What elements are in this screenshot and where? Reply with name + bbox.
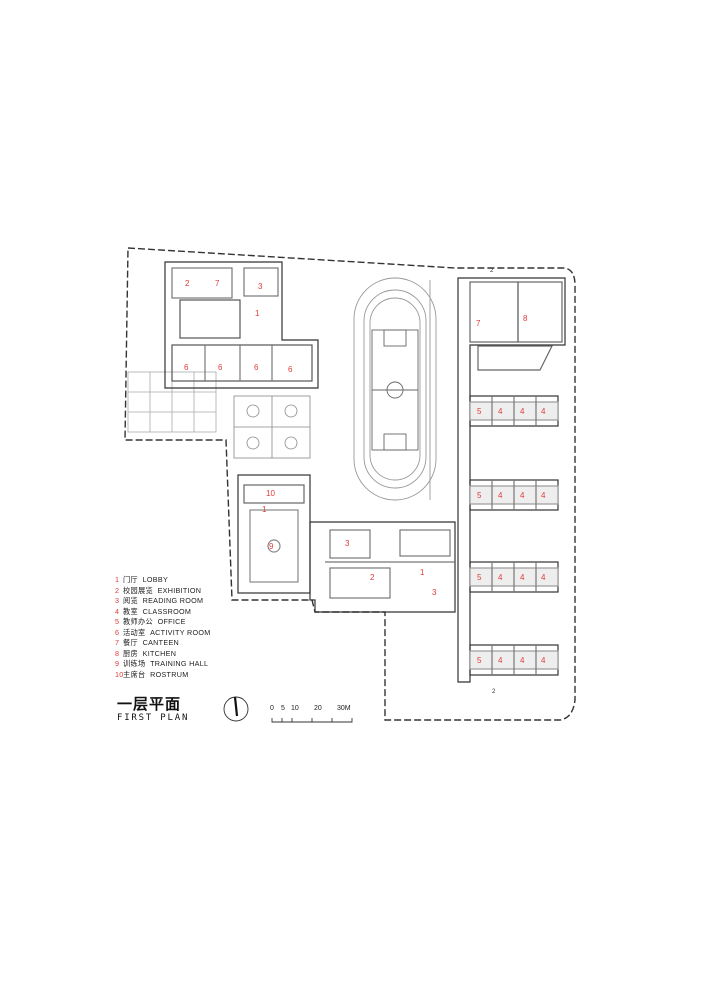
room-label: 7 — [476, 319, 481, 328]
room-label: 2 — [370, 573, 375, 582]
legend-label-cn: 校园展览 — [123, 585, 153, 595]
building-walls — [164, 261, 566, 683]
legend-label-cn: 教师办公 — [123, 617, 153, 626]
room-label: 2 — [185, 279, 190, 288]
legend-label-en: READING ROOM — [142, 596, 204, 605]
legend-number: 2 — [115, 585, 120, 595]
section-mark: 2 — [492, 689, 496, 695]
room-label: 4 — [498, 656, 503, 665]
legend-label-en: ROSTRUM — [150, 669, 189, 679]
room-label: 5 — [477, 573, 482, 582]
legend-label-en: CANTEEN — [142, 638, 180, 647]
room-label: 7 — [215, 279, 220, 288]
scale-label: 5 — [281, 705, 285, 712]
room-label: 5 — [477, 656, 482, 665]
room-label: 5 — [477, 407, 482, 416]
room-label: 6 — [218, 363, 223, 372]
scale-bar — [271, 718, 353, 723]
legend-label-en: ACTIVITY ROOM — [150, 627, 211, 637]
room-label: 4 — [520, 573, 525, 582]
room-label: 6 — [184, 363, 189, 372]
scale-label: 30M — [337, 705, 351, 712]
room-label: 3 — [258, 282, 263, 291]
legend-label-en: CLASSROOM — [142, 606, 192, 616]
north-arrow-icon — [223, 696, 249, 722]
scale-label: 10 — [291, 705, 299, 712]
room-label: 4 — [541, 491, 546, 500]
room-label: 4 — [541, 656, 546, 665]
legend-label-en: OFFICE — [157, 617, 186, 626]
room-label: 1 — [420, 568, 425, 577]
room-label: 6 — [254, 363, 259, 372]
legend-label-cn: 教室 — [123, 606, 138, 616]
legend-label-en: KITCHEN — [142, 648, 177, 658]
room-label: 4 — [541, 573, 546, 582]
room-label: 4 — [541, 407, 546, 416]
legend-label-cn: 厨房 — [123, 648, 138, 658]
legend-number: 1 — [115, 575, 120, 584]
legend-number: 4 — [115, 606, 120, 616]
room-label: 10 — [266, 489, 275, 498]
room-label: 3 — [345, 539, 350, 548]
legend-number: 3 — [115, 596, 120, 605]
legend-number: 9 — [115, 659, 120, 668]
room-label: 3 — [432, 588, 437, 597]
legend-label-en: LOBBY — [142, 575, 169, 584]
legend-label-cn: 活动室 — [123, 627, 146, 637]
room-label: 4 — [520, 491, 525, 500]
legend-item: 10主席台 ROSTRUM — [115, 670, 211, 681]
legend-number: 7 — [115, 638, 120, 647]
room-label: 4 — [520, 656, 525, 665]
plan-title-cn: 一层平面 — [117, 695, 182, 713]
scale-label: 20 — [314, 705, 322, 712]
room-label: 1 — [262, 505, 267, 514]
legend-label-cn: 餐厅 — [123, 638, 138, 647]
room-label: 4 — [498, 573, 503, 582]
legend-label-cn: 主席台 — [123, 669, 146, 679]
legend-number: 6 — [115, 627, 120, 637]
room-label: 6 — [288, 365, 293, 374]
legend-label-cn: 门厅 — [123, 575, 138, 584]
legend-label-cn: 阅览 — [123, 596, 138, 605]
section-mark: 2 — [490, 268, 494, 274]
legend-number: 10 — [115, 669, 124, 679]
room-label: 1 — [255, 309, 260, 318]
room-label: 8 — [523, 314, 528, 323]
legend-label-en: EXHIBITION — [157, 585, 202, 595]
basketball-courts — [233, 395, 311, 459]
legend-number: 8 — [115, 648, 120, 658]
room-label: 4 — [498, 491, 503, 500]
scale-label: 0 — [270, 705, 274, 712]
room-label: 4 — [498, 407, 503, 416]
running-track — [353, 277, 437, 501]
room-label: 9 — [269, 542, 274, 551]
legend-label-cn: 训练场 — [123, 659, 146, 668]
legend-number: 5 — [115, 617, 120, 626]
room-label: 5 — [477, 491, 482, 500]
room-numbers: 1 2 3 1 3 6 6 6 6 7 10 9 3 2 1 7 8 5 4 4… — [184, 268, 546, 695]
legend-label-en: TRAINING HALL — [150, 659, 209, 668]
room-label: 4 — [520, 407, 525, 416]
plan-title-en: FIRST PLAN — [117, 713, 190, 723]
